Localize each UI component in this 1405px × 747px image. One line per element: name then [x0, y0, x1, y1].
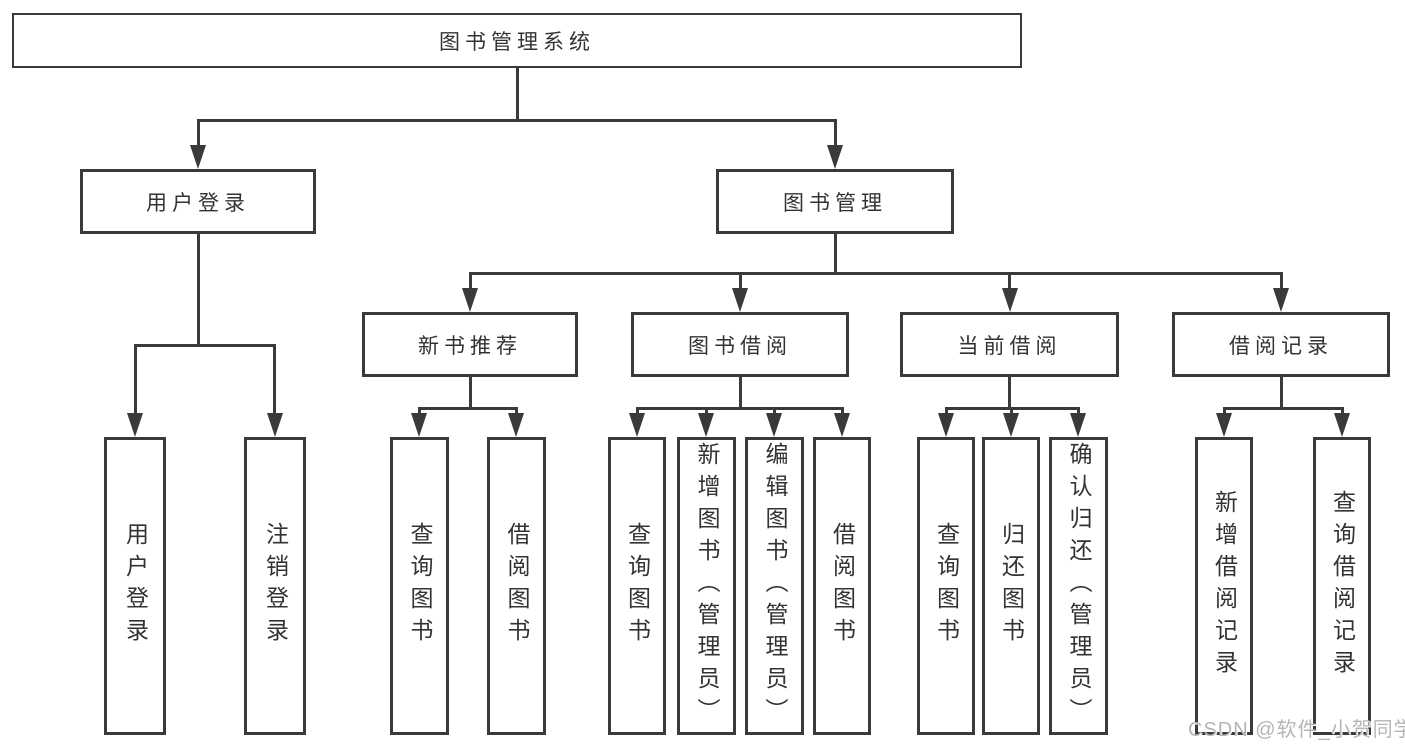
- leaf-query-book-recommend-label: 查询图书: [407, 522, 433, 650]
- arrow-down-icon: [766, 413, 782, 437]
- node-user-login: 用户登录: [80, 169, 316, 234]
- node-new-book-recommend: 新书推荐: [362, 312, 578, 377]
- connector-line: [197, 234, 200, 347]
- arrow-down-icon: [938, 413, 954, 437]
- leaf-return-book-label: 归还图书: [998, 522, 1025, 650]
- node-book-borrowing: 图书借阅: [631, 312, 849, 377]
- arrow-down-icon: [190, 145, 206, 169]
- leaf-confirm-return-admin-label: 确认归还（管理员）: [1066, 442, 1092, 730]
- connector-line: [516, 68, 519, 122]
- arrow-down-icon: [732, 288, 748, 312]
- leaf-return-book: 归还图书: [982, 437, 1040, 735]
- arrow-down-icon: [1003, 413, 1019, 437]
- leaf-query-borrow-record: 查询借阅记录: [1313, 437, 1371, 735]
- connector-line: [273, 344, 276, 420]
- node-current-borrowing: 当前借阅: [900, 312, 1119, 377]
- arrow-down-icon: [629, 413, 645, 437]
- connector-line: [739, 377, 742, 409]
- leaf-edit-book-admin: 编辑图书（管理员）: [745, 437, 804, 735]
- connector-line: [1223, 407, 1343, 410]
- connector-line: [834, 234, 837, 275]
- csdn-watermark: CSDN @软件_小贺同学: [1188, 719, 1405, 741]
- connector-line: [469, 377, 472, 409]
- leaf-query-book-borrowing: 查询图书: [608, 437, 666, 735]
- node-book-management: 图书管理: [716, 169, 954, 234]
- connector-line: [1008, 377, 1011, 409]
- arrow-down-icon: [462, 288, 478, 312]
- connector-line: [1008, 272, 1011, 294]
- leaf-borrow-book: 借阅图书: [813, 437, 871, 735]
- leaf-add-book-admin-label: 新增图书（管理员）: [694, 442, 720, 730]
- connector-line: [197, 119, 200, 149]
- leaf-borrow-book-label: 借阅图书: [829, 522, 856, 650]
- connector-line: [469, 272, 472, 294]
- connector-line: [1280, 377, 1283, 409]
- leaf-user-login-label: 用户登录: [122, 522, 149, 650]
- connector-line: [1280, 272, 1283, 294]
- arrow-down-icon: [1334, 413, 1350, 437]
- arrow-down-icon: [267, 413, 283, 437]
- node-library-management-system: 图书管理系统: [12, 13, 1022, 68]
- leaf-logout: 注销登录: [244, 437, 306, 735]
- leaf-query-book-current-label: 查询图书: [933, 522, 960, 650]
- arrow-down-icon: [1070, 413, 1086, 437]
- connector-line: [419, 407, 518, 410]
- connector-line: [834, 119, 837, 149]
- arrow-down-icon: [1216, 413, 1232, 437]
- leaf-user-login: 用户登录: [104, 437, 166, 735]
- connector-line: [197, 119, 837, 122]
- leaf-query-book-recommend: 查询图书: [390, 437, 449, 735]
- arrow-down-icon: [411, 413, 427, 437]
- leaf-borrow-book-recommend: 借阅图书: [487, 437, 546, 735]
- connector-line: [134, 344, 137, 420]
- leaf-query-book-current: 查询图书: [917, 437, 975, 735]
- leaf-edit-book-admin-label: 编辑图书（管理员）: [762, 442, 788, 730]
- arrow-down-icon: [834, 413, 850, 437]
- leaf-add-borrow-record: 新增借阅记录: [1195, 437, 1253, 735]
- arrow-down-icon: [827, 145, 843, 169]
- leaf-add-book-admin: 新增图书（管理员）: [677, 437, 736, 735]
- arrow-down-icon: [1002, 288, 1018, 312]
- arrow-down-icon: [698, 413, 714, 437]
- leaf-borrow-book-recommend-label: 借阅图书: [504, 522, 530, 650]
- arrow-down-icon: [127, 413, 143, 437]
- leaf-logout-label: 注销登录: [262, 522, 289, 650]
- leaf-confirm-return-admin: 确认归还（管理员）: [1049, 437, 1108, 735]
- connector-line: [636, 407, 843, 410]
- leaf-query-borrow-record-label: 查询借阅记录: [1329, 490, 1356, 682]
- arrow-down-icon: [1273, 288, 1289, 312]
- connector-line: [134, 344, 276, 347]
- node-borrowing-records: 借阅记录: [1172, 312, 1390, 377]
- arrow-down-icon: [508, 413, 524, 437]
- leaf-query-book-borrowing-label: 查询图书: [624, 522, 651, 650]
- connector-line: [469, 272, 1283, 275]
- leaf-add-borrow-record-label: 新增借阅记录: [1211, 490, 1238, 682]
- connector-line: [739, 272, 742, 294]
